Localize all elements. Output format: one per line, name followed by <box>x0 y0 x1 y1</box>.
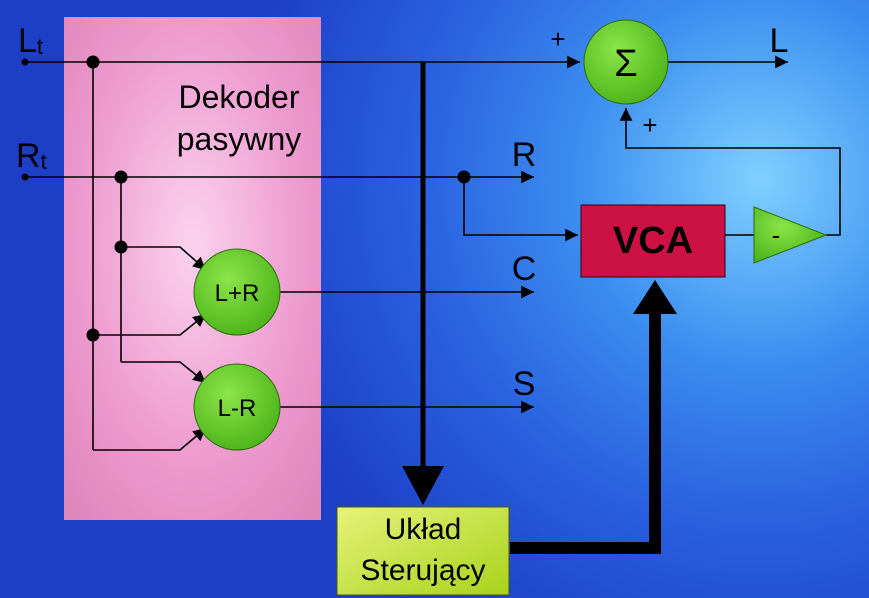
output-s-label: S <box>513 365 536 403</box>
input-lt-label: Lt <box>18 22 43 60</box>
control-paths <box>402 62 677 554</box>
sum-block: L+R <box>193 248 281 336</box>
decoder-title-line2: pasywny <box>177 121 302 157</box>
output-c-label: C <box>512 250 537 288</box>
sigma-symbol: Σ <box>614 43 638 85</box>
output-l-label: L <box>770 22 789 60</box>
output-r-label: R <box>512 136 537 174</box>
vca-block: VCA <box>580 204 726 278</box>
control-unit-line1: Układ <box>385 513 462 546</box>
difference-block: L-R <box>193 363 281 451</box>
vca-label: VCA <box>613 220 693 262</box>
control-unit: Układ Sterujący <box>336 506 510 596</box>
lr-sum-label: L+R <box>215 280 260 307</box>
signal-wires <box>25 55 841 451</box>
control-unit-line2: Sterujący <box>360 554 485 587</box>
inverter-amplifier: - <box>753 206 828 264</box>
decoder-title-line1: Dekoder <box>179 79 300 115</box>
junction-dots <box>21 55 471 342</box>
sum-plus-bottom: + <box>642 110 657 140</box>
lr-diff-label: L-R <box>218 395 257 422</box>
input-rt-label: Rt <box>16 137 47 175</box>
inverter-label: - <box>772 220 781 250</box>
sum-plus-top: + <box>550 24 565 54</box>
summing-junction: Σ <box>583 19 669 105</box>
